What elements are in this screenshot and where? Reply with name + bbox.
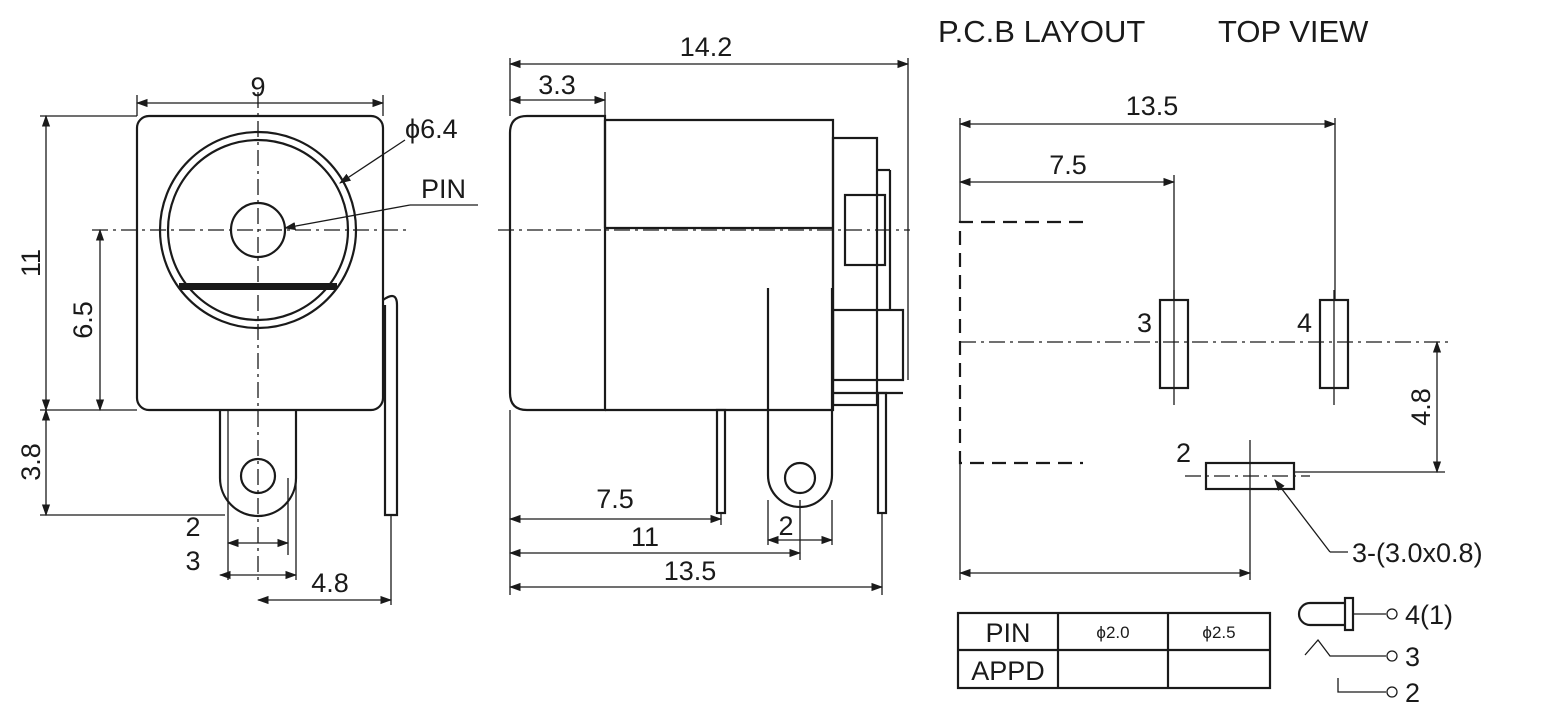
dim-offset-label: 4.8: [311, 568, 349, 598]
side-view: 14.2 3.3 7.5 11 13.5 2: [498, 32, 910, 595]
dim-side-2-label: 2: [778, 511, 793, 541]
dim-pin-3-label: 3: [185, 546, 200, 576]
legend-label: 4(1): [1405, 600, 1453, 630]
side-lug: [766, 288, 834, 509]
dim-pin-7-5-label: 7.5: [596, 484, 634, 514]
diameter-leader: [339, 139, 406, 184]
dim-width-label: 9: [250, 72, 265, 102]
slot-note: 3-(3.0x0.8): [1352, 538, 1483, 568]
side-front-section: [508, 114, 607, 412]
pcb-layout: P.C.B LAYOUT TOP VIEW 13.5 7.5 3 4 2 4.8: [938, 14, 1483, 580]
dim-center-height-label: 6.5: [68, 301, 98, 339]
dim-pin-11-label: 11: [631, 522, 659, 552]
pin-table: PIN ϕ2.0 ϕ2.5 APPD: [956, 611, 1272, 690]
legend-pin-3-icon: [1304, 638, 1386, 657]
pad-3-label: 3: [1137, 308, 1152, 338]
front-body: [135, 114, 385, 412]
top-view-title: TOP VIEW: [1218, 14, 1369, 49]
side-lug-hole: [783, 461, 817, 495]
side-main-body: [605, 118, 835, 412]
dim-total-length-label: 14.2: [680, 32, 733, 62]
slot-leader: [1274, 479, 1331, 553]
lug-hole: [239, 457, 277, 495]
dim-pcb-7-5-label: 7.5: [1049, 150, 1087, 180]
legend-terminal: [1386, 650, 1398, 662]
dim-pin-13-5-label: 13.5: [664, 556, 717, 586]
side-lower-block: [831, 308, 905, 382]
pin-legend: 4(1) 3 2: [1297, 596, 1453, 708]
dim-height-label: 11: [16, 249, 46, 277]
legend-pin-4-icon: [1297, 601, 1345, 627]
dim-pin-length-label: 3.8: [16, 443, 46, 481]
pad-2-label: 2: [1176, 438, 1191, 468]
front-view: 9 11 6.5 3.8 ϕ6.4 PIN 2 3 4.8: [16, 72, 478, 605]
legend-label: 3: [1405, 642, 1420, 672]
side-rear-block: [831, 136, 879, 407]
dim-pin-2-label: 2: [185, 512, 200, 542]
dim-front-length-label: 3.3: [538, 70, 576, 100]
legend-pin-2-icon: [1337, 678, 1386, 693]
side-pin: [382, 294, 399, 517]
legend-terminal: [1386, 686, 1398, 698]
side-pin-a: [715, 408, 727, 515]
side-pin-b: [876, 391, 888, 515]
bottom-lug: [218, 410, 298, 518]
legend-terminal: [1386, 608, 1398, 620]
barrel-bar: [179, 283, 337, 290]
table-cell: ϕ2.5: [1202, 623, 1235, 642]
legend-label: 2: [1405, 678, 1420, 708]
pcb-layout-title: P.C.B LAYOUT: [938, 14, 1145, 49]
dim-pcb-13-5-label: 13.5: [1126, 91, 1179, 121]
pin-leader: [283, 204, 411, 231]
legend-pin-4-flange: [1343, 596, 1355, 632]
diameter-label: ϕ6.4: [405, 114, 458, 144]
dim-pcb-4-8-label: 4.8: [1406, 388, 1436, 426]
pin-label: PIN: [421, 174, 466, 204]
table-cell: APPD: [971, 656, 1045, 686]
table-cell: ϕ2.0: [1096, 623, 1129, 642]
table-cell: PIN: [985, 618, 1030, 648]
pad-4-label: 4: [1297, 308, 1312, 338]
